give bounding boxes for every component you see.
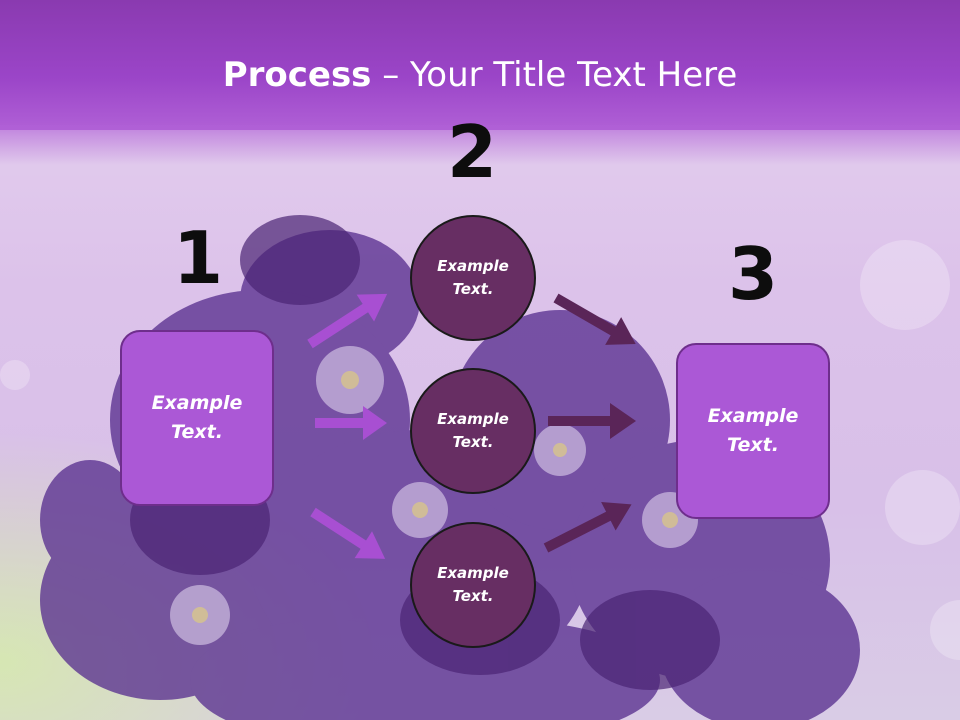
slide-title[interactable]: Process – Your Title Text Here [0,52,960,98]
left-box-line2: Text. [171,421,223,443]
bokeh-light [860,240,950,330]
right-step-box[interactable]: Example Text. [676,343,830,519]
left-step-box[interactable]: Example Text. [120,330,274,506]
circle-top-line2: Text. [452,280,494,298]
circle-top-line1: Example [437,257,509,275]
circle-middle-line1: Example [437,410,509,428]
arrow-to-middle-circle [315,406,387,440]
title-bold: Process [222,55,372,95]
left-box-text: Example Text. [152,389,243,447]
right-box-text: Example Text. [708,402,799,460]
circle-middle[interactable]: Example Text. [410,368,536,494]
arrow-to-bottom-circle [310,507,386,559]
step-number-1: 1 [172,216,224,300]
title-rest: – Your Title Text Here [371,55,738,95]
bokeh-light [885,470,960,545]
right-box-line1: Example [707,405,799,427]
left-box-line1: Example [151,392,243,414]
arrow-from-bottom-circle [543,501,632,553]
arrow-from-top-circle [553,293,636,345]
circle-bottom-text: Example Text. [437,562,509,608]
circle-top-text: Example Text. [437,255,509,301]
circle-bottom-line1: Example [437,564,509,582]
title-bar [0,0,960,130]
circle-bottom[interactable]: Example Text. [410,522,536,648]
bokeh-light [0,360,30,390]
arrow-from-middle-circle [548,403,636,439]
arrow-to-top-circle [307,293,388,349]
right-box-line2: Text. [727,434,779,456]
circle-middle-text: Example Text. [437,408,509,454]
step-number-2: 2 [446,110,498,194]
circle-middle-line2: Text. [452,433,494,451]
title-bar-fade [0,125,960,165]
circle-top[interactable]: Example Text. [410,215,536,341]
circle-bottom-line2: Text. [452,587,494,605]
step-number-3: 3 [727,232,779,316]
